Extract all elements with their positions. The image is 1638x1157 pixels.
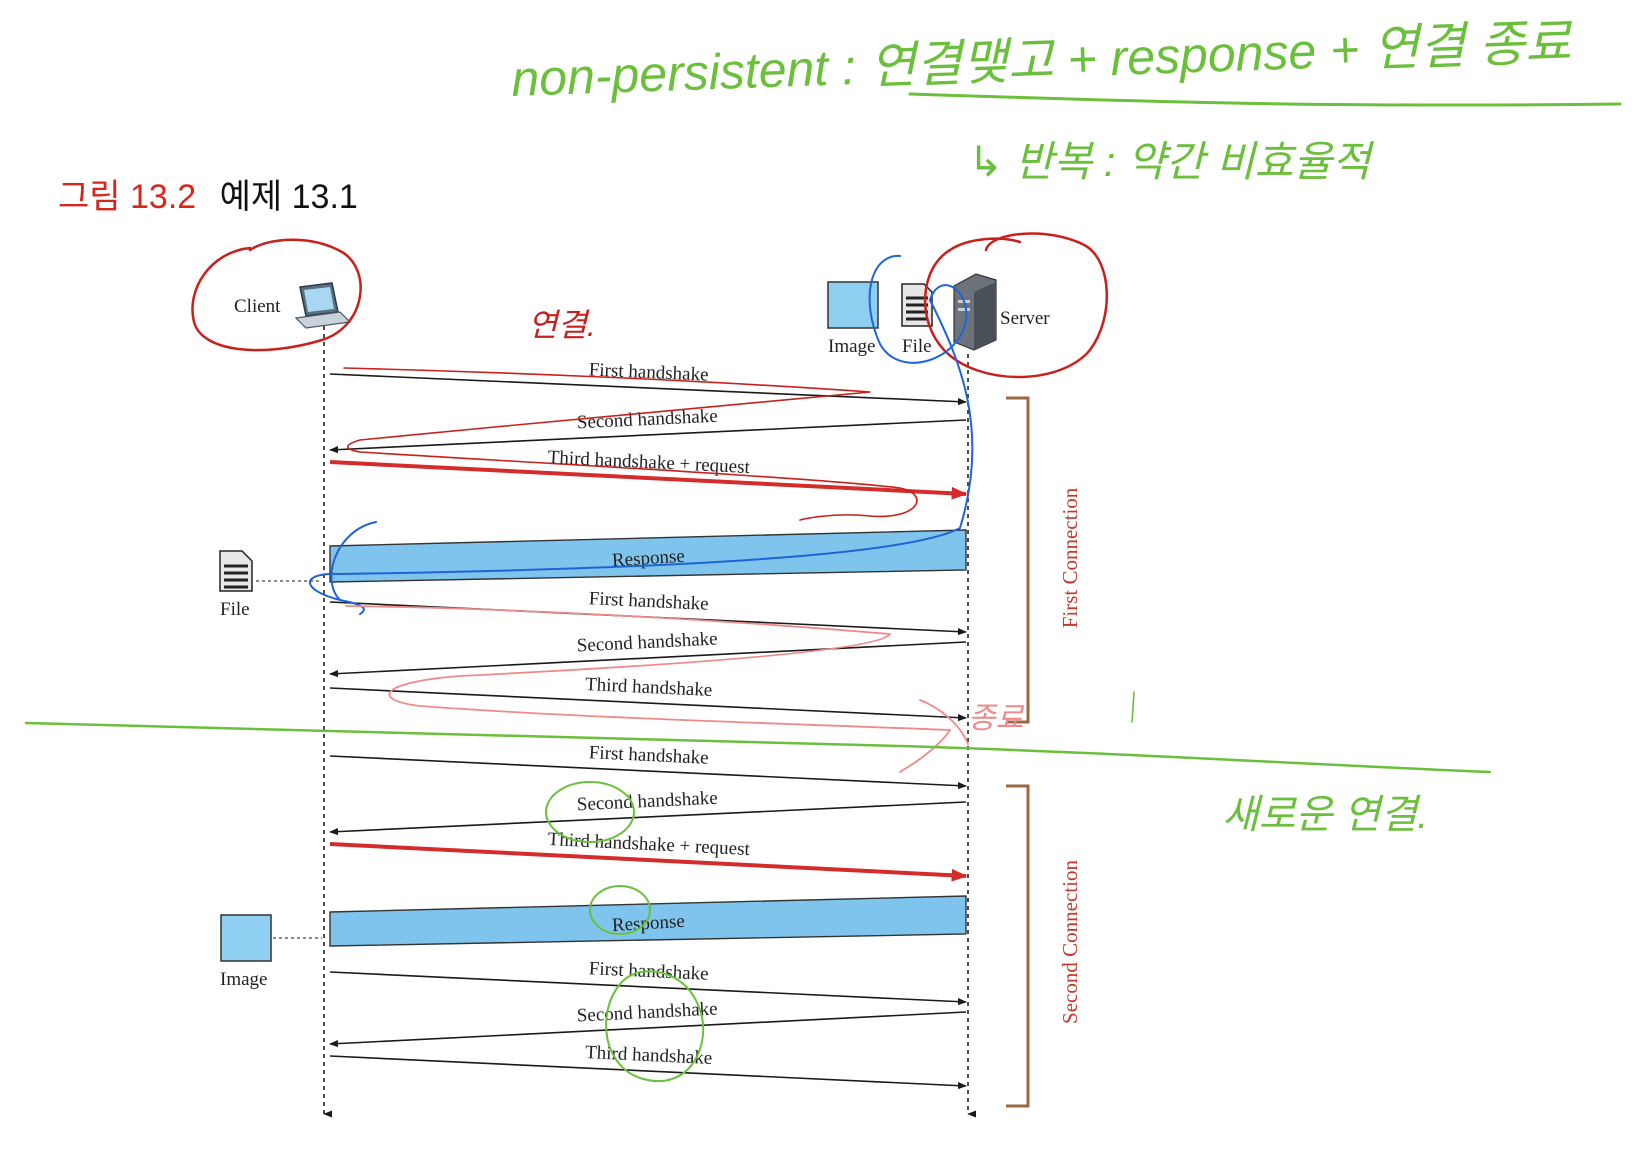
note-close: 종료 [968, 702, 1025, 735]
client-file-label: File [220, 599, 250, 620]
red-scribble [343, 367, 918, 521]
first-connection-label: First Connection [1058, 487, 1082, 628]
server-image-label: Image [828, 336, 875, 357]
client-image-label: Image [220, 969, 267, 990]
first-handshake-arrow [329, 373, 967, 406]
note-nonpersistent: non-persistent : 연결맺고 + response + 연결 종료 [510, 14, 1573, 107]
client-file-doc: File [219, 550, 322, 620]
first-handshake-arrow [329, 755, 967, 790]
second-handshake-label: Second handshake [576, 788, 718, 816]
note-new-connection: 새로운 연결. [1222, 793, 1428, 837]
green-circle-last-handshakes [605, 970, 705, 1082]
figure-label-prefix: 그림 13.2 [58, 178, 196, 216]
third-handshake-label: Third handshake [585, 674, 713, 701]
first-handshake-arrow [329, 971, 967, 1006]
note-underline [908, 92, 1622, 107]
response-label: Response [611, 911, 685, 936]
server-label: Server [1000, 308, 1050, 329]
file-icon [219, 550, 253, 592]
green-divider-line [24, 721, 1492, 774]
green-tick [1131, 691, 1135, 723]
first-handshake-label: First handshake [588, 742, 709, 769]
second-handshake-label: Second handshake [576, 628, 718, 656]
figure-label-title: 예제 13.1 [220, 178, 358, 216]
first-connection-bracket: First Connection [1006, 396, 1082, 724]
third-handshake-label: Third handshake [585, 1042, 713, 1069]
second-handshake-arrow [329, 419, 967, 454]
green-circle-response [589, 885, 651, 935]
laptop-icon [294, 282, 352, 329]
third-handshake-request-arrow [329, 460, 968, 500]
third-handshake-request-arrow [329, 842, 968, 882]
response-bar [329, 529, 967, 583]
client-actor: Client [234, 282, 352, 329]
handwritten-annotations: non-persistent : 연결맺고 + response + 연결 종료… [24, 14, 1622, 1082]
second-handshake-arrow [329, 1011, 967, 1048]
image-icon [220, 914, 272, 962]
server-circle [923, 232, 1108, 379]
blue-scribble [309, 254, 974, 615]
pink-scribble [345, 605, 969, 773]
client-circle [191, 238, 362, 352]
third-handshake-arrow [329, 687, 967, 722]
server-actor: Image File Server [827, 273, 1050, 357]
second-handshake-arrow [329, 641, 967, 678]
third-handshake-arrow [329, 1055, 967, 1090]
response-bar [329, 895, 967, 947]
second-connection-bracket: Second Connection [1006, 784, 1082, 1108]
svg-text:그림 13.2 예제 13.1: 그림 13.2 예제 13.1 [58, 178, 358, 216]
client-label: Client [234, 296, 281, 317]
second-handshake-arrow [329, 801, 967, 836]
server-tower-icon [953, 273, 997, 351]
note-repeat: ↳ 반복 : 약간 비효율적 [968, 138, 1375, 185]
second-connection-label: Second Connection [1058, 860, 1082, 1024]
green-circle-second-handshake [545, 781, 635, 843]
second-handshake-label: Second handshake [576, 406, 718, 434]
client-image-doc: Image [220, 914, 322, 990]
server-file-label: File [902, 336, 932, 357]
note-connect: 연결. [528, 307, 596, 343]
first-handshake-label: First handshake [588, 588, 709, 615]
